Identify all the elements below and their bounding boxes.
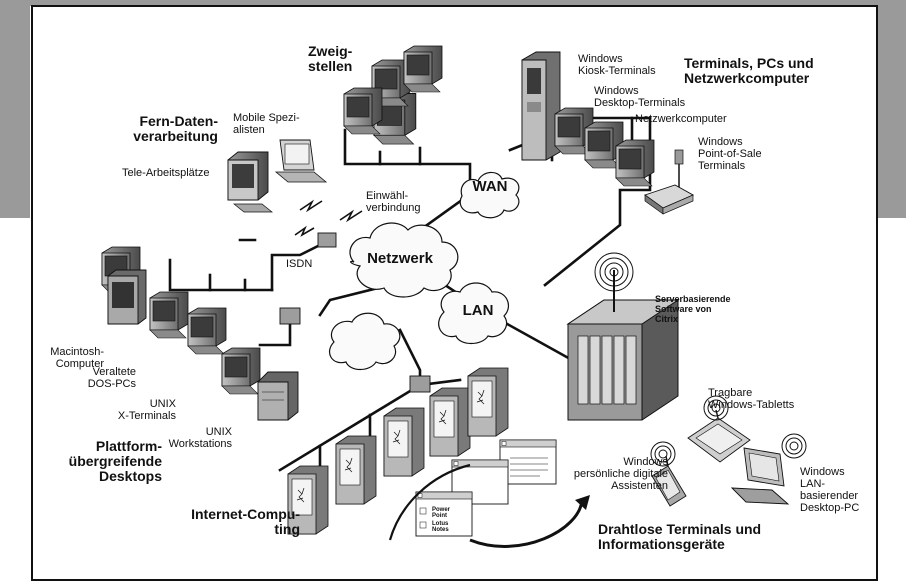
internet-computing-heading: Internet-Compu- ting — [191, 506, 300, 537]
dos-pc — [149, 291, 189, 339]
app-window-list — [419, 507, 427, 529]
internet-nc-5 — [467, 367, 509, 437]
plattform-heading: Plattform- übergreifende Desktops — [68, 438, 162, 484]
zweigstellen-heading: Zweig- stellen — [308, 43, 353, 74]
unix-ws-label: UNIX Workstations — [168, 426, 232, 450]
unix-workstation — [221, 347, 261, 395]
mobile-spezialisten-label: Mobile Spezi- alisten — [233, 112, 300, 136]
windows-pda-label: Windows persönliche digitale Assistenten — [573, 456, 668, 492]
windows-pos-label: Windows Point-of-Sale Terminals — [698, 136, 762, 172]
lan-cloud-shape — [438, 282, 509, 345]
internet-nc-4 — [429, 387, 471, 457]
nc-terminal — [615, 139, 655, 187]
pda-waves — [650, 441, 676, 467]
internet-nc-2 — [335, 435, 377, 505]
veraltete-dos-label: Veraltete DOS-PCs — [87, 366, 136, 390]
mac-computer-body — [107, 269, 147, 325]
netzwerk-cloud-shape — [349, 222, 459, 298]
windows-lan-label: Windows LAN- basierender Desktop-PC — [800, 466, 860, 514]
background-band-right — [876, 0, 906, 218]
lan-cloud-label: LAN — [462, 302, 494, 319]
app-window-lines — [510, 457, 548, 477]
tablet-waves — [703, 395, 729, 421]
server-antenna-waves — [594, 252, 634, 292]
wan-cloud-shape — [459, 171, 520, 219]
macintosh-label: Macintosh- Computer — [50, 346, 104, 370]
internet-nc-3 — [383, 407, 425, 477]
power-point-label: Power Point — [432, 507, 451, 519]
hub-left — [279, 307, 301, 325]
pos-terminal — [644, 149, 695, 215]
internet-cloud-shape — [329, 312, 401, 371]
netzwerk-cloud-label: Netzwerk — [367, 250, 433, 267]
window-arrow — [469, 499, 584, 548]
tele-arbeitsplaetze-label: Tele-Arbeitsplätze — [122, 167, 210, 179]
windows-desktop-label: Windows Desktop-Terminals — [594, 85, 686, 109]
einwahl-label: Einwähl- verbindung — [366, 190, 421, 214]
windows-kiosk-label: Windows Kiosk-Terminals — [578, 53, 656, 77]
lan-laptop — [730, 447, 790, 505]
terminal-tower — [521, 51, 561, 161]
netzwerkcomputer-label: Netzwerkcomputer — [635, 113, 727, 125]
terminals-heading: Terminals, PCs und Netzwerkcomputer — [684, 55, 814, 86]
wan-cloud-label: WAN — [472, 178, 508, 195]
tragbare-label: Tragbare Windows-Tabletts — [708, 387, 795, 411]
tele-workstation — [227, 151, 273, 213]
drahtlose-heading: Drahtlose Terminals und Informationsgerä… — [598, 521, 762, 552]
isdn-box — [317, 232, 337, 248]
citrix-server — [566, 270, 680, 421]
mobile-laptop — [274, 139, 328, 183]
isdn-label: ISDN — [286, 258, 313, 270]
unix-x-terminal — [187, 307, 227, 355]
background-band-top — [0, 0, 906, 6]
background-band-left — [0, 0, 30, 218]
serverbasierende-label: Serverbasierende Software von Citrix — [655, 294, 731, 324]
unix-x-label: UNIX X-Terminals — [117, 398, 176, 422]
branch-office-servers — [343, 45, 443, 145]
lotus-notes-label: Lotus Notes — [432, 521, 449, 533]
fern-daten-heading: Fern-Daten- verarbeitung — [133, 113, 218, 144]
workstation-base — [257, 371, 299, 421]
tablet-device — [687, 409, 751, 463]
hub-internet — [409, 375, 431, 393]
laptop-waves — [781, 433, 807, 459]
